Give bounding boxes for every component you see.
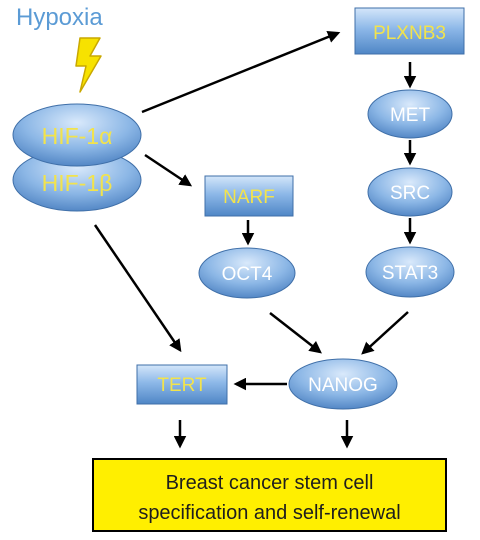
diagram-title: Hypoxia	[16, 4, 103, 31]
hif1a-label: HIF-1α	[42, 123, 113, 149]
lightning-bolt-icon	[75, 37, 102, 93]
arrow-stat3-to-nanog	[361, 311, 409, 355]
outcome-line-2: specification and self-renewal	[138, 502, 400, 524]
stat3-node: STAT3	[365, 246, 455, 298]
arrow-hif-to-tert	[93, 224, 182, 353]
src-label: SRC	[390, 183, 430, 204]
arrows	[93, 30, 417, 449]
hif1-complex: HIF-1α HIF-1β	[12, 103, 142, 212]
arrow-hif-to-narf	[144, 153, 193, 187]
tert-box: TERT	[136, 364, 228, 405]
met-node: MET	[367, 89, 453, 139]
narf-box: NARF	[204, 175, 294, 217]
outcome-box: Breast cancer stem cell specification an…	[92, 458, 447, 532]
hif1a-node	[12, 103, 142, 167]
hif1b-label: HIF-1β	[42, 170, 113, 196]
nanog-label: NANOG	[308, 375, 378, 396]
arrow-hif-to-plxnb3	[141, 30, 341, 114]
oct4-label: OCT4	[222, 264, 273, 285]
plxnb3-box: PLXNB3	[354, 7, 465, 55]
oct4-node: OCT4	[198, 247, 296, 299]
arrow-oct4-to-nanog	[269, 312, 322, 354]
plxnb3-label: PLXNB3	[373, 23, 446, 44]
met-label: MET	[390, 105, 431, 126]
outcome-line-1: Breast cancer stem cell	[166, 472, 374, 494]
tert-label: TERT	[157, 375, 207, 396]
narf-label: NARF	[223, 187, 275, 208]
nanog-node: NANOG	[288, 358, 398, 410]
stat3-label: STAT3	[382, 263, 438, 284]
src-node: SRC	[367, 167, 453, 217]
